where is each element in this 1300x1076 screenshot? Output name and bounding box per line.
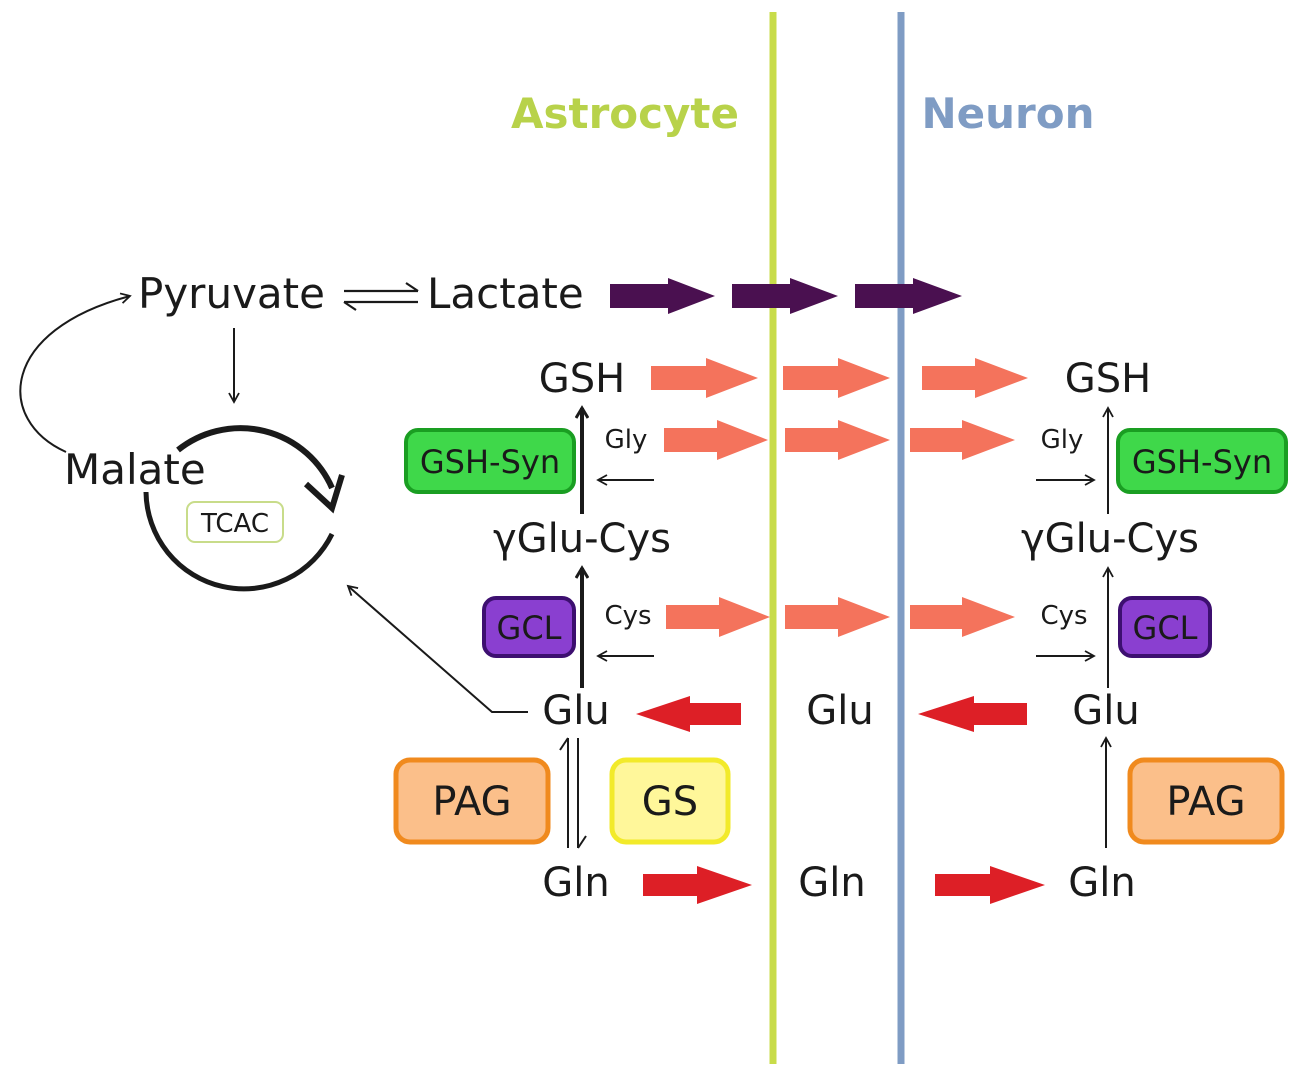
gsh-syn-neuron-label: GSH-Syn bbox=[1132, 443, 1272, 481]
lactate-arrow-2 bbox=[732, 278, 838, 314]
gln-astro-label: Gln bbox=[542, 860, 609, 906]
glu-neuron-label: Glu bbox=[1072, 688, 1139, 734]
glu-to-tca-arrow bbox=[346, 584, 528, 713]
glu-gln-equilibrium-astro bbox=[559, 737, 587, 849]
tcac-box bbox=[186, 501, 284, 543]
gsh-syn-astro-box bbox=[404, 428, 576, 494]
gly-astro-label: Gly bbox=[605, 425, 648, 455]
glu-arrow-astro bbox=[636, 696, 741, 732]
pyruvate-label: Pyruvate bbox=[138, 269, 325, 318]
gly-transport-arrows bbox=[664, 420, 1015, 460]
glu-astro-label: Glu bbox=[542, 688, 609, 734]
pag-neuron-label: PAG bbox=[1166, 779, 1245, 825]
gs-label: GS bbox=[642, 779, 698, 825]
pag-neuron-box bbox=[1127, 757, 1285, 845]
gglucys-astro-label: γGlu-Cys bbox=[493, 516, 671, 562]
gsh-neuron-label: GSH bbox=[1065, 356, 1151, 402]
gsh-transport-arrows bbox=[651, 358, 1028, 398]
malate-to-pyruvate-arrow bbox=[19, 292, 132, 453]
gln-extracellular-label: Gln bbox=[798, 860, 865, 906]
gln-neuron-label: Gln bbox=[1068, 860, 1135, 906]
cys-neuron-label: Cys bbox=[1040, 601, 1087, 631]
astrocyte-label: Astrocyte bbox=[511, 89, 739, 138]
neuron-label: Neuron bbox=[921, 89, 1094, 138]
gs-box bbox=[609, 757, 731, 845]
gsh-syn-astro-label: GSH-Syn bbox=[420, 443, 560, 481]
cys-astro-label: Cys bbox=[604, 601, 651, 631]
lactate-arrow-1 bbox=[610, 278, 715, 314]
gglucys-neuron-label: γGlu-Cys bbox=[1021, 516, 1199, 562]
cys-transport-arrows bbox=[666, 597, 1015, 637]
glu-uptake-arrows bbox=[636, 696, 1027, 732]
gsh-syn-neuron-box bbox=[1116, 428, 1288, 494]
pag-astro-box bbox=[393, 757, 551, 845]
pyruvate-lactate-equilibrium bbox=[343, 282, 419, 311]
gly-neuron-label: Gly bbox=[1041, 425, 1084, 455]
gcl-neuron-label: GCL bbox=[1133, 609, 1198, 647]
glu-arrow-neuron bbox=[918, 696, 1027, 732]
glu-extracellular-label: Glu bbox=[806, 688, 873, 734]
gln-transfer-arrows bbox=[643, 866, 1045, 904]
gcl-neuron-box bbox=[1118, 596, 1212, 658]
malate-label: Malate bbox=[64, 445, 206, 494]
gcl-astro-box bbox=[482, 596, 576, 658]
tcac-label: TCAC bbox=[200, 509, 269, 539]
tca-cycle-arc-bottom bbox=[143, 491, 335, 592]
lactate-label: Lactate bbox=[427, 269, 584, 318]
pag-astro-label: PAG bbox=[432, 779, 511, 825]
gln-arrow-neuron bbox=[935, 866, 1045, 904]
gln-arrow-astro bbox=[643, 866, 752, 904]
lactate-transport-arrows bbox=[610, 278, 962, 314]
gcl-astro-label: GCL bbox=[497, 609, 562, 647]
gsh-astro-label: GSH bbox=[539, 356, 625, 402]
tca-cycle-arrowhead bbox=[303, 474, 345, 514]
lactate-arrow-3 bbox=[855, 278, 962, 314]
tca-cycle-arc-top bbox=[176, 425, 335, 490]
